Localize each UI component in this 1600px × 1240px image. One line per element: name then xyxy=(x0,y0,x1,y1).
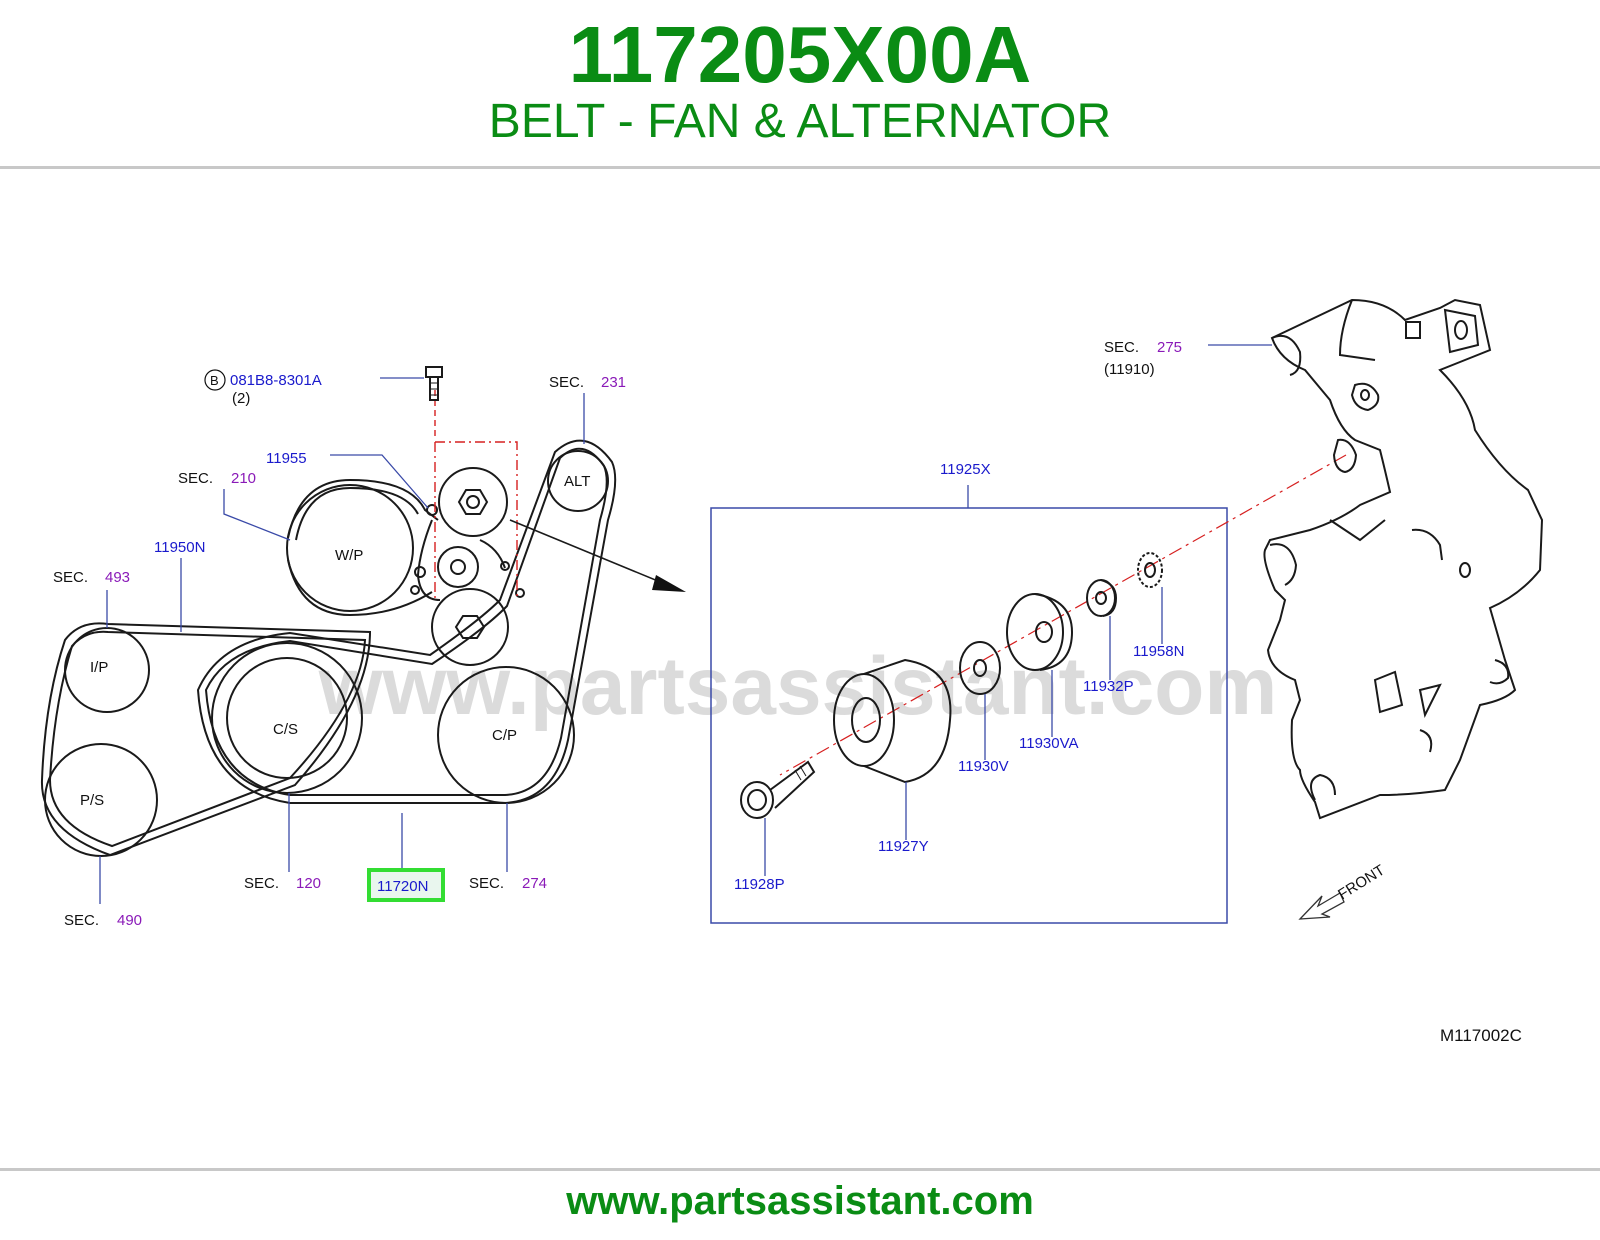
part-11930va[interactable]: 11930VA xyxy=(1019,735,1079,752)
pulley-cs xyxy=(211,642,363,794)
front-arrow-icon xyxy=(1298,892,1345,920)
alternator-bracket xyxy=(1263,298,1544,820)
part-11950n[interactable]: 11950N xyxy=(154,539,205,556)
drawing-id: M117002C xyxy=(1440,1026,1522,1045)
pulley-label-ps: P/S xyxy=(80,792,104,809)
lockwasher-11958n xyxy=(1137,552,1163,588)
badge-b-icon xyxy=(204,369,226,391)
sec-490-prefix: SEC. xyxy=(64,912,99,929)
footer-divider xyxy=(0,1168,1600,1171)
pulley-label-ip: I/P xyxy=(90,659,108,676)
pulley-wp xyxy=(286,484,414,612)
part-11925x[interactable]: 11925X xyxy=(940,461,991,478)
mounting-guide xyxy=(434,441,518,600)
assembly-box xyxy=(710,507,1228,924)
washer-11932p xyxy=(1086,579,1118,617)
bolt-callout: B 081B8-8301A (2) xyxy=(204,369,424,407)
sec-120[interactable]: 120 xyxy=(296,875,321,892)
sec-493[interactable]: 493 xyxy=(105,569,130,586)
bolt-11928p xyxy=(740,760,816,819)
part-11927y[interactable]: 11927Y xyxy=(878,838,929,855)
sec-274-prefix: SEC. xyxy=(469,875,504,892)
sec-210-prefix: SEC. xyxy=(178,470,213,487)
part-11930v[interactable]: 11930V xyxy=(958,758,1009,775)
pulley-11930va xyxy=(1006,593,1074,671)
belt-layout xyxy=(40,366,686,857)
sec-120-prefix: SEC. xyxy=(244,875,279,892)
belt-11720n xyxy=(196,439,617,804)
front-label: FRONT xyxy=(1335,862,1388,904)
bolt-qty: (2) xyxy=(232,390,250,407)
sec-275-sub: (11910) xyxy=(1104,361,1155,378)
header: 117205X00A BELT - FAN & ALTERNATOR xyxy=(0,0,1600,170)
footer-url[interactable]: www.partsassistant.com xyxy=(566,1179,1034,1223)
sec-210[interactable]: 210 xyxy=(231,470,256,487)
sec-493-prefix: SEC. xyxy=(53,569,88,586)
parts-diagram: .ln { stroke:#1a1a1a; fill:none; stroke-… xyxy=(40,298,1544,1045)
pulley-label-cp: C/P xyxy=(492,727,517,744)
sec-231[interactable]: 231 xyxy=(601,374,626,391)
bolt-part-number[interactable]: 081B8-8301A xyxy=(230,372,322,389)
watermark: www.partsassistant.com xyxy=(318,641,1278,732)
part-number: 117205X00A xyxy=(568,10,1032,99)
sec-275-prefix: SEC. xyxy=(1104,339,1139,356)
bolt-icon xyxy=(425,366,443,401)
part-11955[interactable]: 11955 xyxy=(266,450,307,467)
part-11932p[interactable]: 11932P xyxy=(1083,678,1134,695)
highlight-box xyxy=(367,868,445,902)
tensioner-pivot xyxy=(437,546,479,588)
washer-11930v xyxy=(959,641,1001,695)
part-11720n[interactable]: 11720N xyxy=(377,878,428,895)
pulley-cs-inner xyxy=(226,657,348,779)
sec-274[interactable]: 274 xyxy=(522,875,547,892)
arrow-icon xyxy=(652,575,686,592)
part-11958n[interactable]: 11958N xyxy=(1133,643,1184,660)
part-title: BELT - FAN & ALTERNATOR xyxy=(488,95,1112,148)
pulley-label-cs: C/S xyxy=(273,721,298,738)
pulley-label-wp: W/P xyxy=(335,547,363,564)
pulley-alt xyxy=(547,450,609,512)
sec-231-prefix: SEC. xyxy=(549,374,584,391)
pulley-label-alt: ALT xyxy=(564,473,590,490)
exploded-assembly xyxy=(710,454,1347,924)
pulley-cp xyxy=(437,666,575,804)
sec-490[interactable]: 490 xyxy=(117,912,142,929)
badge-b: B xyxy=(210,373,219,388)
part-11928p[interactable]: 11928P xyxy=(734,876,785,893)
spacer-11927y xyxy=(833,658,952,784)
sec-275[interactable]: 275 xyxy=(1157,339,1182,356)
header-divider xyxy=(0,166,1600,169)
tensioner-lower-pulley xyxy=(431,588,509,666)
tensioner-idler xyxy=(438,467,508,537)
pulley-ps xyxy=(44,743,158,857)
